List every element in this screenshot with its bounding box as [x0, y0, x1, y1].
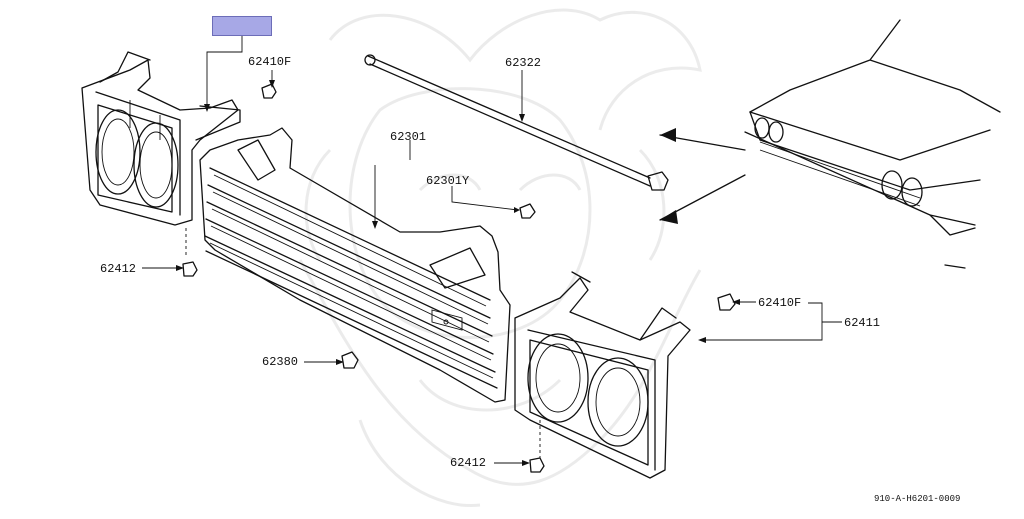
clip-top-left	[261, 83, 277, 99]
nut-left	[182, 261, 198, 277]
label-62301y: 62301Y	[426, 174, 470, 188]
label-62322: 62322	[505, 56, 542, 70]
leader-lines	[142, 36, 842, 466]
label-62410f-top: 62410F	[248, 55, 292, 69]
clip-grille-bottom	[341, 351, 359, 369]
clip-grille-sub	[519, 203, 536, 219]
left-headlamp-housing	[81, 51, 241, 258]
support-rod	[364, 54, 669, 191]
vehicle-front	[659, 19, 1001, 269]
label-62411: 62411	[844, 316, 881, 330]
label-62410f-right: 62410F	[758, 296, 802, 310]
nut-right	[529, 457, 545, 473]
label-62380: 62380	[262, 355, 299, 369]
main-grille	[199, 127, 511, 403]
reference-code: 910-A-H6201-0009	[874, 494, 961, 504]
clip-right	[717, 293, 736, 311]
highlight-box	[212, 16, 272, 36]
label-62301: 62301	[390, 130, 427, 144]
label-62412-left: 62412	[100, 262, 137, 276]
right-headlamp-housing	[514, 271, 691, 479]
label-62412-right: 62412	[450, 456, 487, 470]
